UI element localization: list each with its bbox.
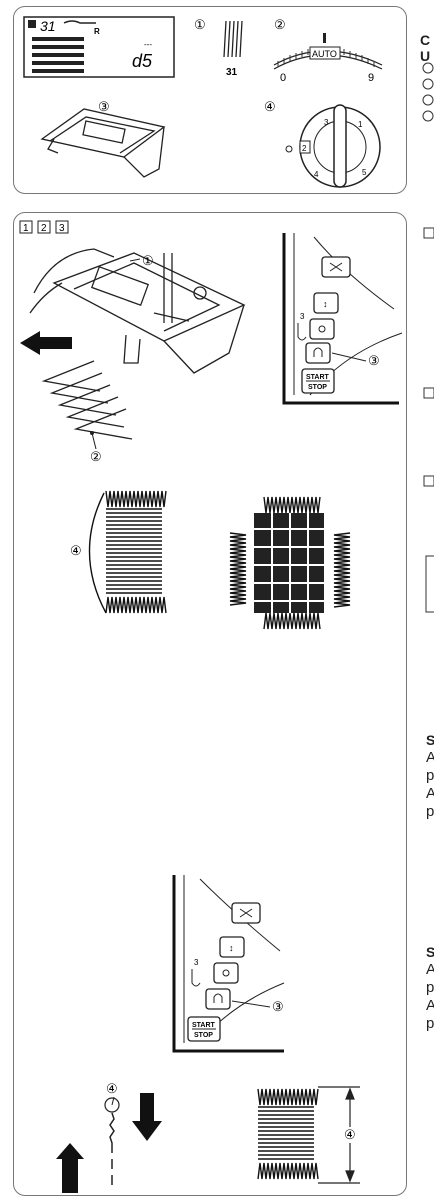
- forward-arrow: [56, 1143, 84, 1193]
- stitch-width-dial: AUTO 0 9: [273, 33, 383, 84]
- needle-up-down-button[interactable]: [313, 292, 339, 314]
- step-1: 1: [23, 223, 29, 234]
- backward-arrow: [132, 1093, 162, 1141]
- svg-text:STOP: STOP: [194, 1032, 213, 1039]
- needle-up-down-button-2[interactable]: [219, 936, 245, 958]
- tension-mark-5: 5: [362, 168, 367, 177]
- reverse-button-2[interactable]: [205, 988, 231, 1010]
- svg-text:↕: ↕: [323, 299, 328, 309]
- reverse-button[interactable]: [305, 342, 331, 364]
- lcd-pattern-number: 31: [40, 18, 56, 34]
- dial-min: 0: [280, 72, 286, 84]
- start-point-marker: [104, 1097, 120, 1113]
- buttonhole-stitch-sample: [88, 490, 167, 614]
- settings-illustrations: 31 R --- d5 ① 31 ② AUTO: [23, 16, 383, 188]
- line-callout-4: ④: [106, 1081, 118, 1096]
- tension-mark-1: 1: [358, 120, 363, 129]
- edge-line-s2-4: p: [426, 1015, 434, 1032]
- svg-text:↕: ↕: [229, 943, 234, 953]
- reverse-number-label-2: 3: [194, 958, 199, 967]
- edge-line-s2-3: A: [426, 997, 434, 1014]
- lcd-display: 31 R --- d5: [23, 16, 175, 78]
- lcd-direction-mark: R: [94, 27, 100, 36]
- dial-auto-label: AUTO: [312, 49, 337, 59]
- svg-text:STOP: STOP: [308, 384, 327, 391]
- callout-4: ④: [264, 99, 276, 114]
- thread-tension-dial: 2 3 1 4 5: [285, 104, 381, 188]
- stitch-sample-icon: [223, 20, 243, 58]
- edge-text-top-1: C: [420, 32, 431, 48]
- lcd-stitch-bars: [32, 37, 84, 73]
- stitch-line: [109, 1112, 115, 1185]
- buttonhole-outline-icons: [41, 360, 133, 440]
- lock-stitch-button-2[interactable]: [213, 962, 239, 984]
- callout-1: ①: [194, 17, 206, 32]
- tension-mark-selected: 2: [302, 144, 307, 153]
- foot-callout-1: ①: [142, 253, 154, 268]
- tension-mark-3: 3: [324, 118, 329, 127]
- buttonhole-foot-icon: [40, 108, 166, 178]
- direction-arrow-left: [20, 331, 72, 355]
- cross-stitch-sample: [229, 496, 351, 630]
- callout-3: ③: [98, 99, 110, 114]
- length-callout-4: ④: [344, 1127, 356, 1142]
- step-2: 2: [41, 223, 47, 234]
- panel-callout-3-top: ③: [368, 353, 380, 368]
- edge-text-top-2: U: [420, 48, 431, 64]
- svg-text:START: START: [306, 374, 330, 381]
- buttonhole-instructions-panel: 1 2 3 ①: [13, 212, 407, 1196]
- foot-callout-2: ②: [90, 449, 102, 464]
- sample-callout-4: ④: [70, 543, 82, 558]
- stitch-sample-number: 31: [226, 67, 238, 78]
- edge-line-s2-1: A: [426, 961, 434, 978]
- panel-callout-3-bottom: ③: [272, 999, 284, 1014]
- buttonhole-foot-insert-illustration: [29, 248, 246, 374]
- step-3: 3: [59, 223, 65, 234]
- dial-max: 9: [368, 72, 374, 84]
- edge-line-s1-4: p: [426, 803, 434, 820]
- edge-line-s2-2: p: [426, 979, 434, 996]
- edge-text-s1: S: [426, 732, 434, 748]
- reverse-number-label: 3: [300, 312, 305, 321]
- edge-text-s2: S: [426, 944, 434, 960]
- tension-mark-4: 4: [314, 170, 319, 179]
- edge-line-s1-3: A: [426, 785, 434, 802]
- step-numbers: 1 2 3: [19, 220, 69, 234]
- buttonhole-length-sample: [257, 1088, 319, 1180]
- stitch-columns-left: [105, 490, 167, 614]
- control-panel-illustration-bottom: ↕ 3 START STOP ③: [172, 875, 285, 1053]
- buttonhole-illustrations: 1 2 3 ①: [19, 220, 403, 1193]
- lcd-memory-tag: ---: [144, 40, 152, 49]
- settings-panel: 31 R --- d5 ① 31 ② AUTO: [13, 6, 407, 194]
- svg-text:START: START: [192, 1022, 216, 1029]
- edge-line-s1-1: A: [426, 749, 434, 766]
- callout-2: ②: [274, 17, 286, 32]
- edge-line-s1-2: p: [426, 767, 434, 784]
- lock-stitch-button[interactable]: [309, 318, 335, 340]
- lcd-stitch-code: d5: [132, 51, 153, 71]
- control-panel-illustration-top: ↕ 3 START STOP ③: [282, 233, 403, 405]
